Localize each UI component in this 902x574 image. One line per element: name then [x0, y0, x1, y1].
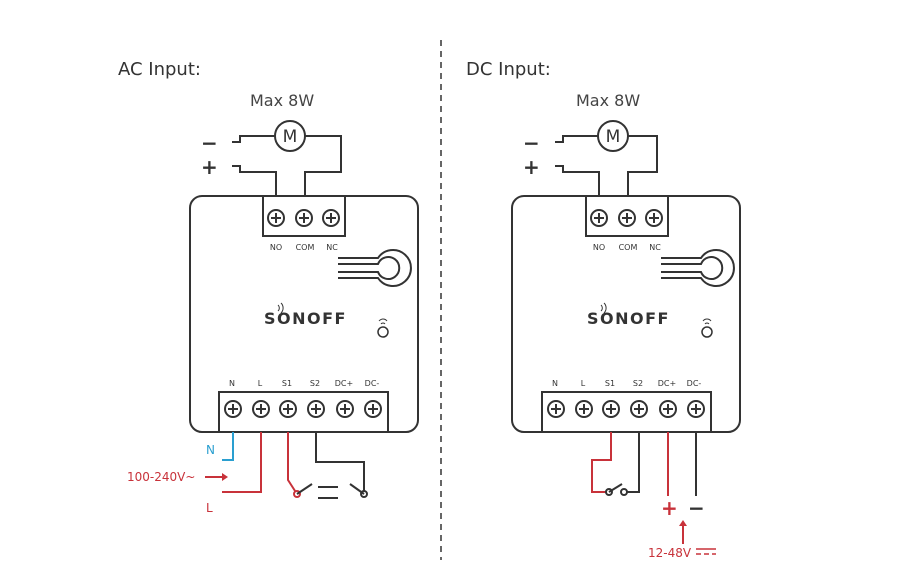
- ac-s1-wire: [287, 432, 298, 495]
- ac-relay-screws: [267, 209, 340, 227]
- dc-bottom-term-s2: S2: [633, 379, 643, 388]
- ac-term-nc: NC: [326, 243, 338, 252]
- ac-neutral-label: N: [206, 443, 215, 457]
- ac-heading: AC Input:: [118, 59, 201, 80]
- ac-bottom-term-n: N: [229, 379, 235, 388]
- ac-logo: SONOFF: [264, 309, 347, 328]
- ac-bottom-term-s2: S2: [310, 379, 320, 388]
- dc-positive-sign: +: [661, 496, 678, 520]
- ac-switch-lever-2: [349, 483, 365, 495]
- dc-switch-lever: [608, 483, 623, 493]
- dc-logo-wifi-icon: [600, 302, 607, 314]
- dc-input-terminal-block: [541, 391, 712, 433]
- dc-supply-wire: [555, 165, 600, 196]
- ac-hook-button: [338, 249, 412, 287]
- ac-bottom-term-dcplus: DC+: [335, 379, 353, 388]
- ac-live-wire: [222, 432, 262, 493]
- ac-motor-wire-right: [304, 135, 342, 196]
- ac-max-label: Max 8W: [250, 91, 314, 110]
- dc-hook-button: [661, 249, 735, 287]
- ac-plus-sign: +: [201, 155, 218, 179]
- dc-voltage-arrowhead-icon: [679, 520, 687, 526]
- dc-led-signal-icon: [702, 318, 712, 325]
- dc-term-no: NO: [593, 243, 605, 252]
- dc-plus-sign: +: [523, 155, 540, 179]
- ac-logo-wifi-icon: [277, 302, 284, 314]
- dc-relay-screws: [590, 209, 663, 227]
- ac-motor-letter: M: [283, 127, 298, 147]
- dc-logo: SONOFF: [587, 309, 670, 328]
- ac-term-no: NO: [270, 243, 282, 252]
- ac-panel: AC Input: Max 8W M − + NO COM NC: [118, 59, 419, 515]
- ac-input-terminal-block: [218, 391, 389, 433]
- dc-bottom-term-n: N: [552, 379, 558, 388]
- dc-bottom-term-l: L: [581, 379, 586, 388]
- dc-bottom-term-dcminus: DC-: [687, 379, 702, 388]
- dc-max-label: Max 8W: [576, 91, 640, 110]
- dc-bottom-term-dcplus: DC+: [658, 379, 676, 388]
- dc-motor-letter: M: [606, 127, 621, 147]
- ac-supply-wire: [232, 165, 277, 196]
- dc-input-screws: [547, 400, 705, 418]
- dc-voltage-label: 12-48V: [648, 546, 692, 560]
- dc-heading: DC Input:: [466, 59, 551, 80]
- dc-s2-wire: [624, 432, 640, 493]
- ac-minus-sign: −: [201, 131, 218, 155]
- ac-motor-wire-left: [232, 135, 275, 143]
- dc-motor-wire-left: [555, 135, 598, 143]
- dc-panel: DC Input: Max 8W M − + NO COM NC SONOFF …: [466, 59, 741, 560]
- dc-term-com: COM: [619, 243, 638, 252]
- dc-negative-sign: −: [688, 496, 705, 520]
- ac-term-com: COM: [296, 243, 315, 252]
- ac-switch-lever-1: [296, 483, 313, 495]
- ac-neutral-wire: [222, 432, 234, 461]
- ac-s2-wire: [315, 432, 365, 494]
- dc-s2-switch-contact: [620, 488, 628, 496]
- dc-s1-wire: [591, 432, 612, 493]
- dc-bottom-term-s1: S1: [605, 379, 615, 388]
- ac-input-screws: [224, 400, 382, 418]
- ac-bottom-term-dcminus: DC-: [365, 379, 380, 388]
- ac-live-label: L: [206, 501, 213, 515]
- ac-voltage-arrowhead-icon: [222, 473, 228, 481]
- ac-voltage-label: 100-240V~: [127, 470, 195, 484]
- dc-minus-sign: −: [523, 131, 540, 155]
- ac-bottom-term-l: L: [258, 379, 263, 388]
- ac-led-signal-icon: [378, 318, 388, 325]
- dc-motor-wire-right: [627, 135, 658, 196]
- dc-led-icon: [701, 326, 713, 338]
- dc-current-symbol-icon: [696, 548, 716, 555]
- ac-bottom-term-s1: S1: [282, 379, 292, 388]
- ac-led-icon: [377, 326, 389, 338]
- dc-term-nc: NC: [649, 243, 661, 252]
